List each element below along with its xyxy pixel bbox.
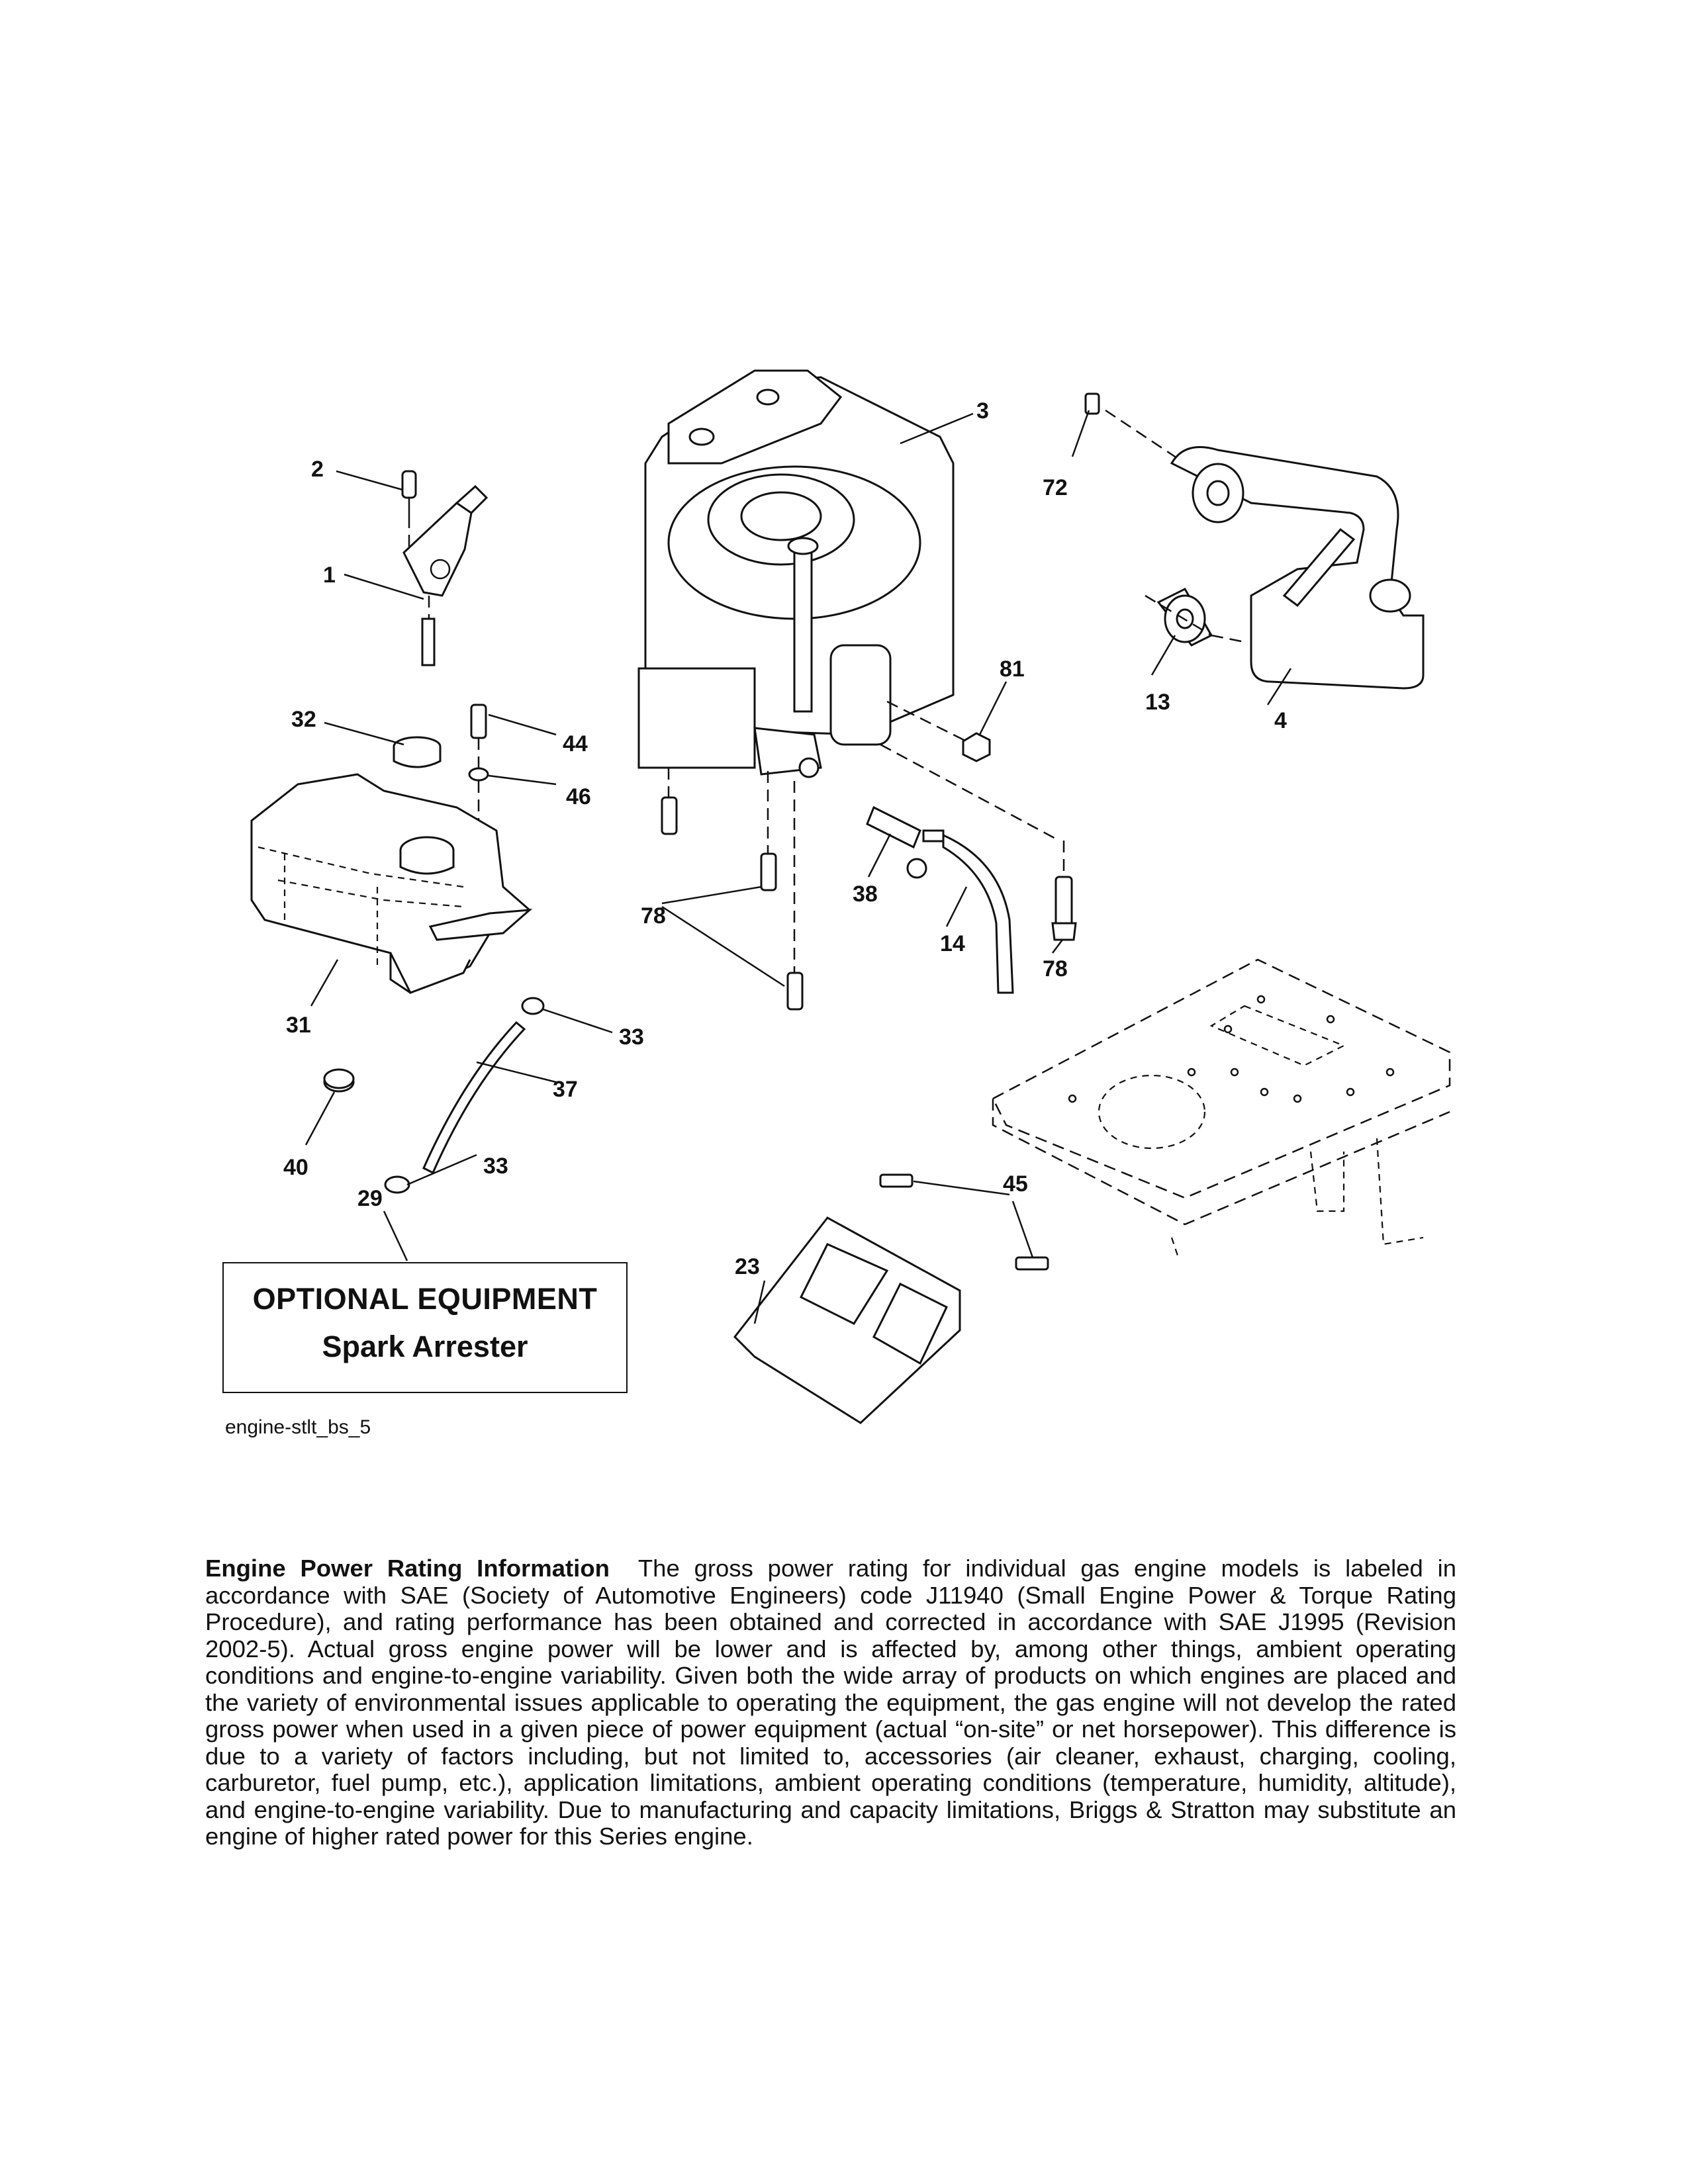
callout-32: 32	[291, 707, 316, 732]
callout-72: 72	[1043, 475, 1068, 500]
callout-40: 40	[283, 1155, 308, 1180]
optional-equipment-item: Spark Arrester	[322, 1330, 528, 1363]
callout-labels: 1 2 3 72 13 4 81 32 44 46 31 33 37 33 40…	[283, 398, 1287, 1279]
muffler-part	[1084, 392, 1425, 690]
callout-29: 29	[357, 1186, 383, 1211]
callout-leaders	[305, 410, 1292, 1324]
chassis-outline	[992, 958, 1451, 1258]
throttle-control-part	[401, 470, 489, 666]
callout-37: 37	[553, 1077, 578, 1102]
callout-44: 44	[563, 731, 588, 756]
callout-78-left: 78	[641, 903, 666, 929]
callout-45: 45	[1003, 1171, 1028, 1197]
callout-31: 31	[286, 1013, 311, 1038]
callout-14: 14	[940, 931, 965, 956]
callout-81: 81	[1000, 657, 1025, 682]
callout-3: 3	[976, 398, 989, 424]
diagram-id: engine-stlt_bs_5	[225, 1416, 371, 1438]
callout-1: 1	[323, 563, 336, 588]
power-rating-body: The gross power rating for individual ga…	[205, 1555, 1457, 1850]
callout-4: 4	[1274, 708, 1287, 733]
parts-diagram: 1 2 3 72 13 4 81 32 44 46 31 33 37 33 40…	[250, 369, 1451, 1424]
callout-33-top: 33	[619, 1024, 644, 1050]
callout-13: 13	[1145, 690, 1170, 715]
callout-38: 38	[853, 882, 878, 907]
optional-equipment-title: OPTIONAL EQUIPMENT	[252, 1282, 598, 1316]
engine-power-rating-info: Engine Power Rating Information The gros…	[205, 1555, 1456, 1850]
callout-78-right: 78	[1043, 956, 1068, 981]
callout-33-bottom: 33	[483, 1154, 508, 1179]
power-rating-heading: Engine Power Rating Information	[205, 1555, 610, 1582]
fuel-filter-part	[661, 796, 1077, 1011]
callout-2: 2	[311, 457, 324, 482]
nut-part	[962, 732, 991, 762]
engine-part	[637, 369, 1060, 973]
callout-46: 46	[566, 784, 591, 809]
optional-equipment-box: OPTIONAL EQUIPMENT Spark Arrester	[222, 1262, 628, 1393]
fuel-line-part	[323, 997, 545, 1194]
fuel-tank-part	[250, 704, 533, 994]
heat-shield-part	[733, 1173, 1049, 1424]
callout-23: 23	[735, 1254, 760, 1279]
